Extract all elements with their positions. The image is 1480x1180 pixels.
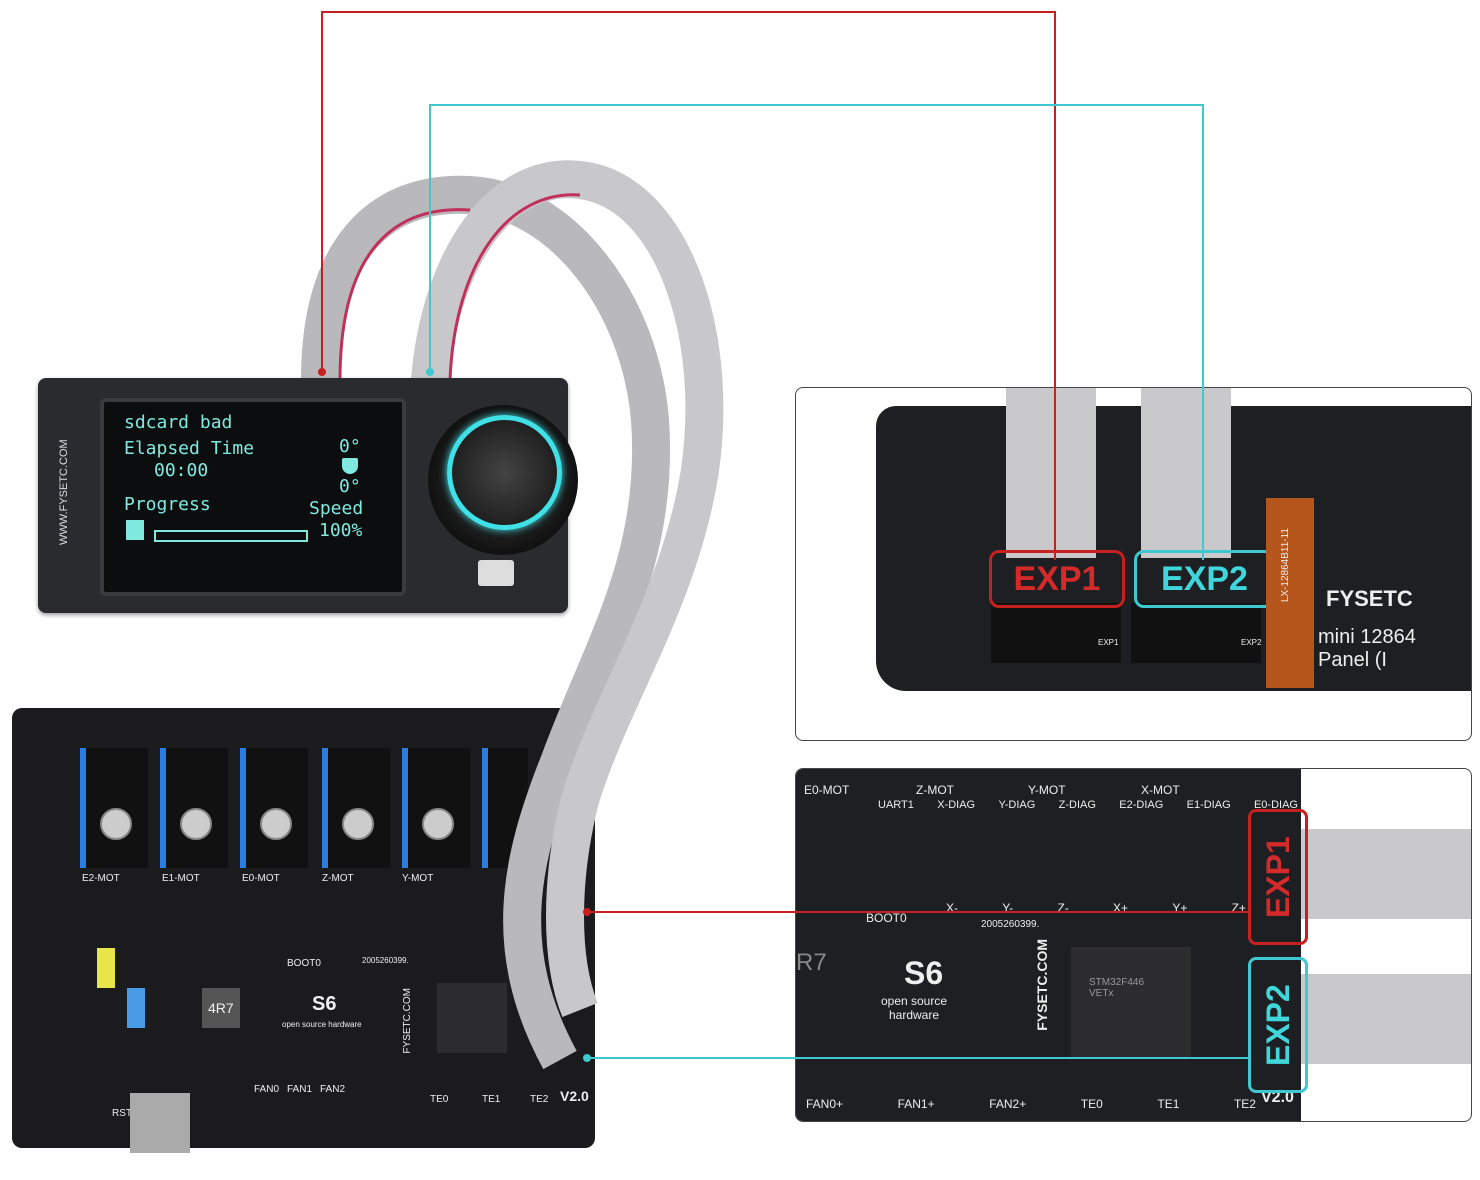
- fan0-label: FAN0: [254, 1084, 280, 1095]
- label-e0-mot: E0-MOT: [242, 873, 280, 884]
- exp2-label: EXP2: [1134, 550, 1275, 608]
- lcd-progress-bar: [154, 530, 308, 542]
- lcd-progress-label: Progress: [124, 494, 211, 515]
- inset-z-mot: Z-MOT: [916, 783, 954, 797]
- label-e1-mot: E1-MOT: [162, 873, 200, 884]
- board-inset: E0-MOT Z-MOT Y-MOT X-MOT UART1 X-DIAG Y-…: [795, 768, 1472, 1122]
- inset-exp2-label: EXP2: [1248, 957, 1308, 1093]
- te1-label: TE1: [482, 1094, 501, 1105]
- inset-exp1-label: EXP1: [1248, 809, 1308, 945]
- inset-y-mot: Y-MOT: [1028, 783, 1066, 797]
- diag-label: Z-DIAG: [1058, 799, 1096, 811]
- bed-icon: [342, 458, 358, 474]
- bottom-label: TE1: [1157, 1097, 1180, 1111]
- chip-label: STM32F446 VETx: [1089, 977, 1145, 999]
- axis-label: X+: [1113, 901, 1129, 915]
- inductor-label: 4R7: [202, 988, 240, 1028]
- exp2-cable: [1141, 388, 1231, 558]
- panel-back-inset: EXP1 EXP2 EXP1 EXP2 LX-12864B11-11 FYSET…: [795, 387, 1472, 741]
- axis-label: Z+: [1231, 901, 1246, 915]
- te0-label: TE0: [430, 1094, 449, 1105]
- inset-boot0: BOOT0: [866, 911, 907, 925]
- inset-x-mot: X-MOT: [1141, 783, 1180, 797]
- fan1-label: FAN1: [287, 1084, 313, 1095]
- label-y-mot: Y-MOT: [402, 873, 434, 884]
- lcd-speed-label: Speed: [309, 498, 364, 519]
- axis-label: Y-: [1002, 901, 1014, 915]
- lcd-elapsed-label: Elapsed Time: [124, 438, 255, 459]
- boot0-label: BOOT0: [287, 958, 321, 969]
- lcd-panel-website: WWW.FYSETC.COM: [58, 439, 70, 545]
- usb-port: [130, 1093, 190, 1153]
- brand-logo: FYSETC: [1326, 586, 1413, 611]
- osh-label: open source hardware: [282, 1020, 362, 1029]
- exp2-connector: [1131, 603, 1261, 663]
- exp2-inset-cable: [1301, 974, 1471, 1064]
- lcd-screen: sdcard bad Elapsed Time 00:00 0° 0° Prog…: [100, 398, 406, 596]
- model-label: S6: [312, 993, 337, 1015]
- lcd-temp-bottom: 0°: [339, 476, 361, 497]
- fan2-label: FAN2: [320, 1084, 346, 1095]
- label-z-mot: Z-MOT: [322, 873, 354, 884]
- inset-version: V2.0: [1261, 1089, 1294, 1106]
- diag-label: UART1: [878, 799, 914, 811]
- axis-label: Y+: [1172, 901, 1188, 915]
- axis-label: X-: [946, 901, 958, 915]
- inset-inductor: R7: [796, 949, 827, 976]
- rst-label: RST: [112, 1108, 132, 1119]
- mcu-chip: [437, 983, 507, 1053]
- diag-label: Y-DIAG: [998, 799, 1036, 811]
- exp1-connector: [991, 603, 1121, 663]
- version-label: V2.0: [560, 1088, 589, 1104]
- fuse-blue: [127, 988, 145, 1028]
- sdcard-icon: [126, 520, 144, 540]
- bottom-label: FAN2+: [989, 1097, 1027, 1111]
- axis-label: Z-: [1057, 901, 1069, 915]
- exp1-label: EXP1: [989, 550, 1125, 608]
- bottom-label: TE0: [1080, 1097, 1103, 1111]
- inset-osh: open source hardware: [880, 994, 948, 1022]
- diag-label: E0-DIAG: [1253, 799, 1298, 811]
- lcd-speed-value: 100%: [319, 520, 363, 541]
- lcd-temp-top: 0°: [339, 436, 361, 457]
- diag-label: E1-DIAG: [1186, 799, 1231, 811]
- reset-button[interactable]: [478, 560, 514, 586]
- flex-cable: LX-12864B11-11: [1266, 498, 1314, 688]
- inset-serial: 2005260399.: [981, 919, 1040, 930]
- exp1-cable: [1006, 388, 1096, 558]
- inset-e0-mot: E0-MOT: [804, 783, 850, 797]
- mainboard: E2-MOT E1-MOT E0-MOT Z-MOT Y-MOT 4R7 BOO…: [12, 708, 595, 1153]
- bottom-label: FAN1+: [897, 1097, 935, 1111]
- product-name: mini 12864 Panel (I: [1318, 626, 1416, 671]
- label-e2-mot: E2-MOT: [82, 873, 120, 884]
- exp1-inset-cable: [1301, 829, 1471, 919]
- inset-website: FYSETC.COM: [1034, 939, 1050, 1031]
- inset-mcu-chip: STM32F446 VETx: [1071, 947, 1191, 1057]
- te2-label: TE2: [530, 1094, 549, 1105]
- lcd-elapsed-value: 00:00: [154, 460, 209, 481]
- lcd-status-text: sdcard bad: [124, 412, 233, 433]
- diag-label: X-DIAG: [937, 799, 976, 811]
- bottom-label: TE2: [1233, 1097, 1256, 1111]
- fuse-yellow: [97, 948, 115, 988]
- encoder-led-ring: [447, 415, 562, 530]
- diag-label: E2-DIAG: [1119, 799, 1164, 811]
- exp1-ribbon-cable: [301, 175, 670, 1070]
- bottom-label: FAN0+: [806, 1097, 844, 1111]
- serial-label: 2005260399.: [362, 956, 409, 965]
- inset-model: S6: [904, 955, 944, 991]
- small-exp1-label: EXP1: [1098, 638, 1119, 647]
- flex-label: LX-12864B11-11: [1280, 528, 1291, 603]
- small-exp2-label: EXP2: [1241, 638, 1262, 647]
